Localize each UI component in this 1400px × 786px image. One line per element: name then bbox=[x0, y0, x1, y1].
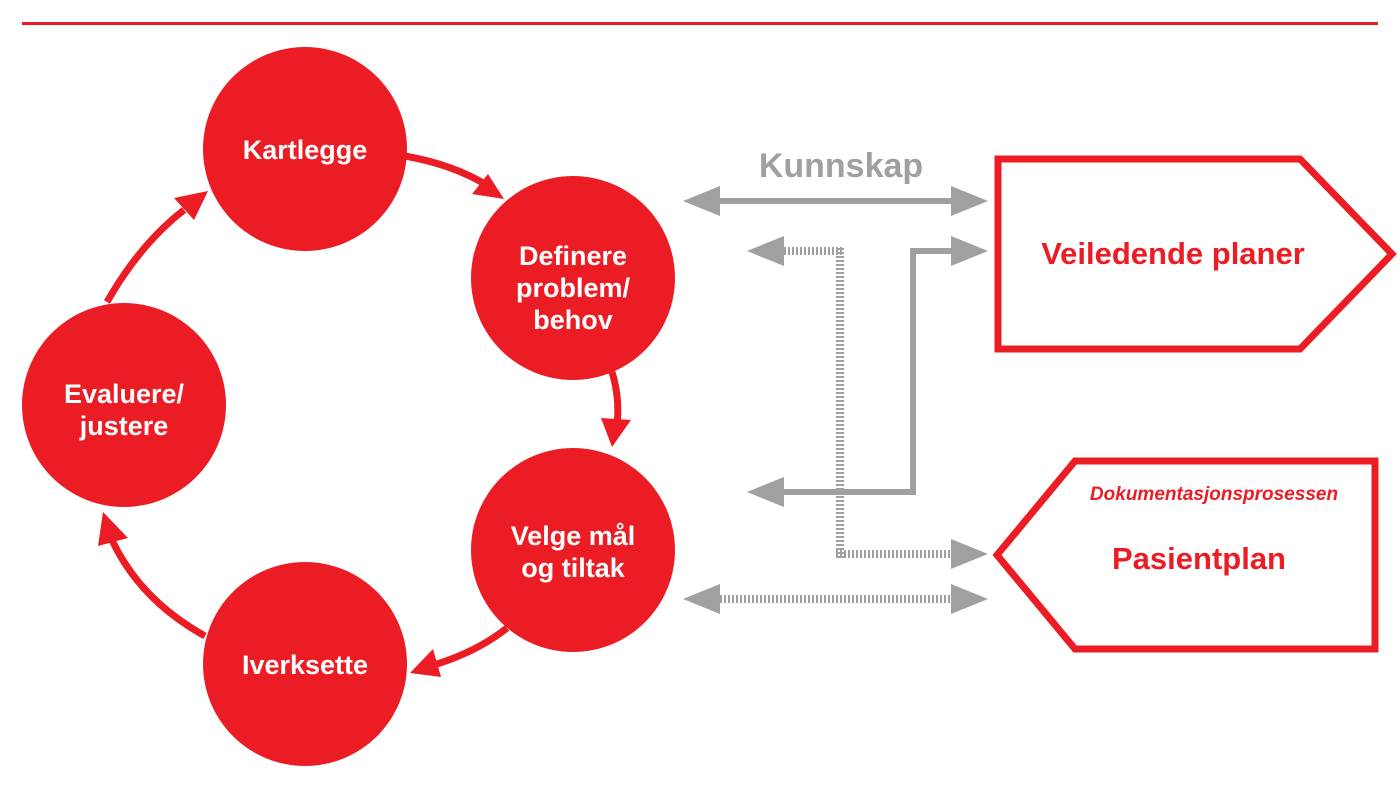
evaluere-label-line2: justere bbox=[79, 411, 169, 441]
veiledende-planer-title: Veiledende planer bbox=[1041, 236, 1305, 271]
arrow-evaluere-to-kartlegge bbox=[103, 207, 187, 304]
kunnskap-double-arrow bbox=[683, 186, 988, 216]
pasientplan-title: Pasientplan bbox=[1112, 541, 1286, 576]
arrow-kartlegge-to-definere bbox=[404, 152, 490, 189]
circle-iverksette: Iverksette bbox=[203, 562, 407, 766]
cycle-arrows bbox=[98, 152, 631, 677]
circle-kartlegge: Kartlegge bbox=[203, 47, 407, 251]
arrow-head-iverksette-to-evaluere bbox=[98, 512, 128, 546]
kartlegge-label: Kartlegge bbox=[243, 135, 368, 165]
arrow-head-evaluere-to-kartlegge bbox=[174, 191, 208, 220]
kunnskap-label: Kunnskap bbox=[759, 147, 923, 185]
top-rule bbox=[22, 22, 1378, 25]
dokumentasjonsprosessen-label: Dokumentasjonsprosessen bbox=[1090, 484, 1338, 505]
definere-label-line2: problem/ bbox=[516, 273, 631, 303]
dotted-double-arrow bbox=[683, 584, 988, 614]
iverksette-label: Iverksette bbox=[242, 650, 368, 680]
definere-label-line1: Definere bbox=[519, 241, 627, 271]
solid-elbow-arrow bbox=[747, 236, 988, 507]
velge-label-line1: Velge mål bbox=[511, 521, 636, 551]
arrow-velge-to-iverksette bbox=[435, 625, 510, 668]
circle-velge: Velge mål og tiltak bbox=[471, 448, 675, 652]
arrow-head-velge-to-iverksette bbox=[410, 649, 441, 677]
pasientplan-box: Dokumentasjonsprosessen Pasientplan bbox=[992, 457, 1379, 653]
arrow-head-definere-to-velge bbox=[601, 418, 631, 447]
arrow-head-kartlegge-to-definere bbox=[472, 174, 504, 199]
dotted-elbow-arrow bbox=[747, 236, 988, 569]
arrow-iverksette-to-evaluere bbox=[108, 538, 207, 640]
arrow-definere-to-velge bbox=[608, 370, 622, 426]
veiledende-planer-box: Veiledende planer bbox=[994, 155, 1397, 353]
circle-evaluere: Evaluere/ justere bbox=[22, 303, 226, 507]
definere-label-line3: behov bbox=[533, 305, 613, 335]
velge-label-line2: og tiltak bbox=[521, 553, 625, 583]
circle-definere: Definere problem/ behov bbox=[471, 176, 675, 380]
knowledge-arrows bbox=[683, 186, 988, 614]
evaluere-label-line1: Evaluere/ bbox=[64, 379, 185, 409]
